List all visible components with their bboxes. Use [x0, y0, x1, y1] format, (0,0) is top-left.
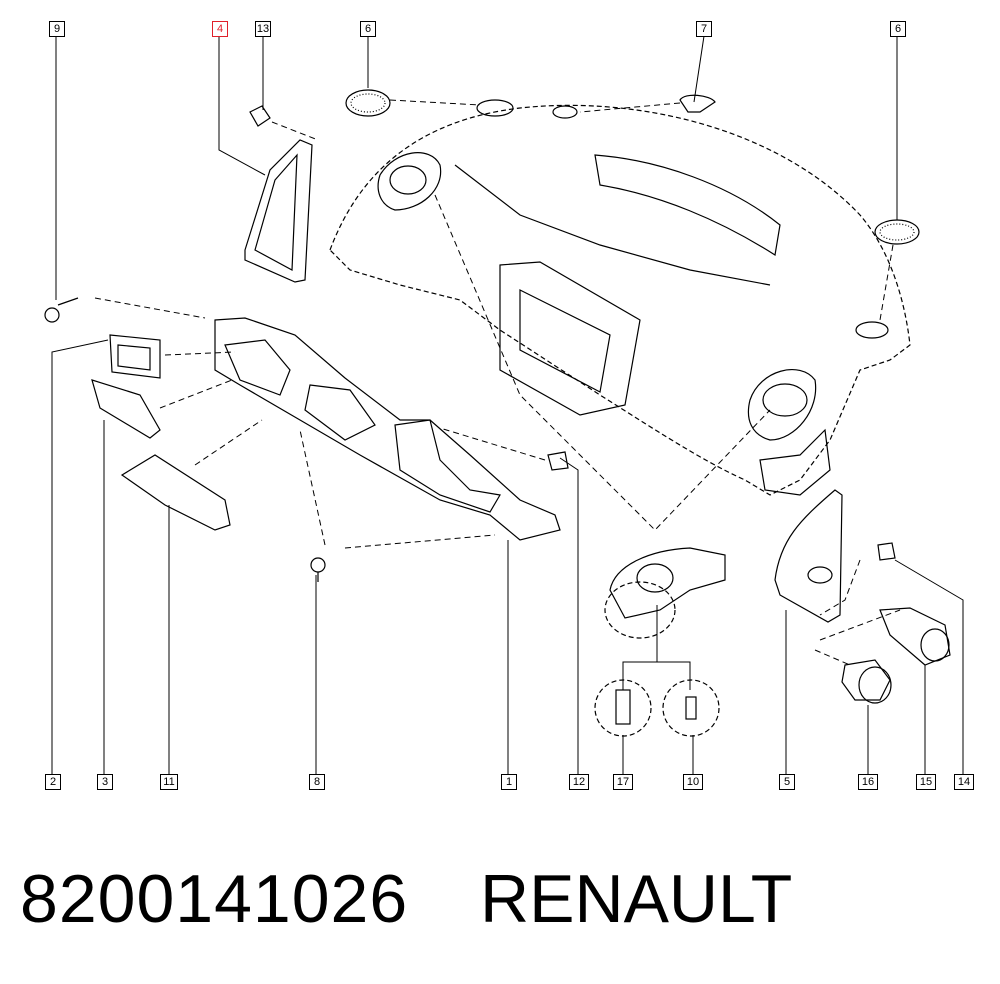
callout-16: 16 — [858, 774, 878, 790]
lower-trim-panel — [214, 317, 561, 541]
clip-12 — [547, 451, 569, 471]
callout-13: 13 — [255, 21, 271, 37]
callout-2: 2 — [45, 774, 61, 790]
callout-15: 15 — [916, 774, 936, 790]
callout-9: 9 — [49, 21, 65, 37]
callout-17: 17 — [613, 774, 633, 790]
callout-10: 10 — [683, 774, 703, 790]
screw-8 — [310, 557, 326, 582]
bracket-3 — [91, 379, 161, 439]
a-pillar-trim-right — [774, 489, 843, 623]
vent-control-10 — [662, 679, 720, 737]
callout-8: 8 — [309, 774, 325, 790]
brand-name: RENAULT — [480, 861, 793, 937]
socket-15 — [879, 607, 951, 666]
part-number: 8200141026 — [20, 861, 409, 937]
callout-1: 1 — [501, 774, 517, 790]
switch-housing-2 — [109, 334, 161, 379]
dashboard-body — [329, 99, 911, 496]
callout-6-right: 6 — [890, 21, 906, 37]
cover-7 — [679, 94, 716, 113]
clip-14 — [877, 542, 896, 561]
callout-5: 5 — [779, 774, 795, 790]
callout-6-left: 6 — [360, 21, 376, 37]
callout-4-highlighted[interactable]: 4 — [212, 21, 228, 37]
leader-lines — [51, 35, 964, 775]
speaker-grille-right — [874, 219, 920, 245]
callout-7: 7 — [696, 21, 712, 37]
callout-12: 12 — [569, 774, 589, 790]
screw-9 — [44, 297, 79, 323]
storage-tray-11 — [120, 454, 231, 531]
callout-11: 11 — [160, 774, 178, 790]
a-pillar-trim-left — [244, 139, 313, 283]
vent-control-17 — [594, 679, 652, 737]
speaker-grille-left — [345, 89, 391, 117]
assembly-arrows — [94, 99, 901, 666]
clip-13 — [249, 105, 271, 127]
cap-16 — [841, 659, 891, 701]
callout-14: 14 — [954, 774, 974, 790]
callout-3: 3 — [97, 774, 113, 790]
air-vent-assembly — [609, 547, 726, 619]
